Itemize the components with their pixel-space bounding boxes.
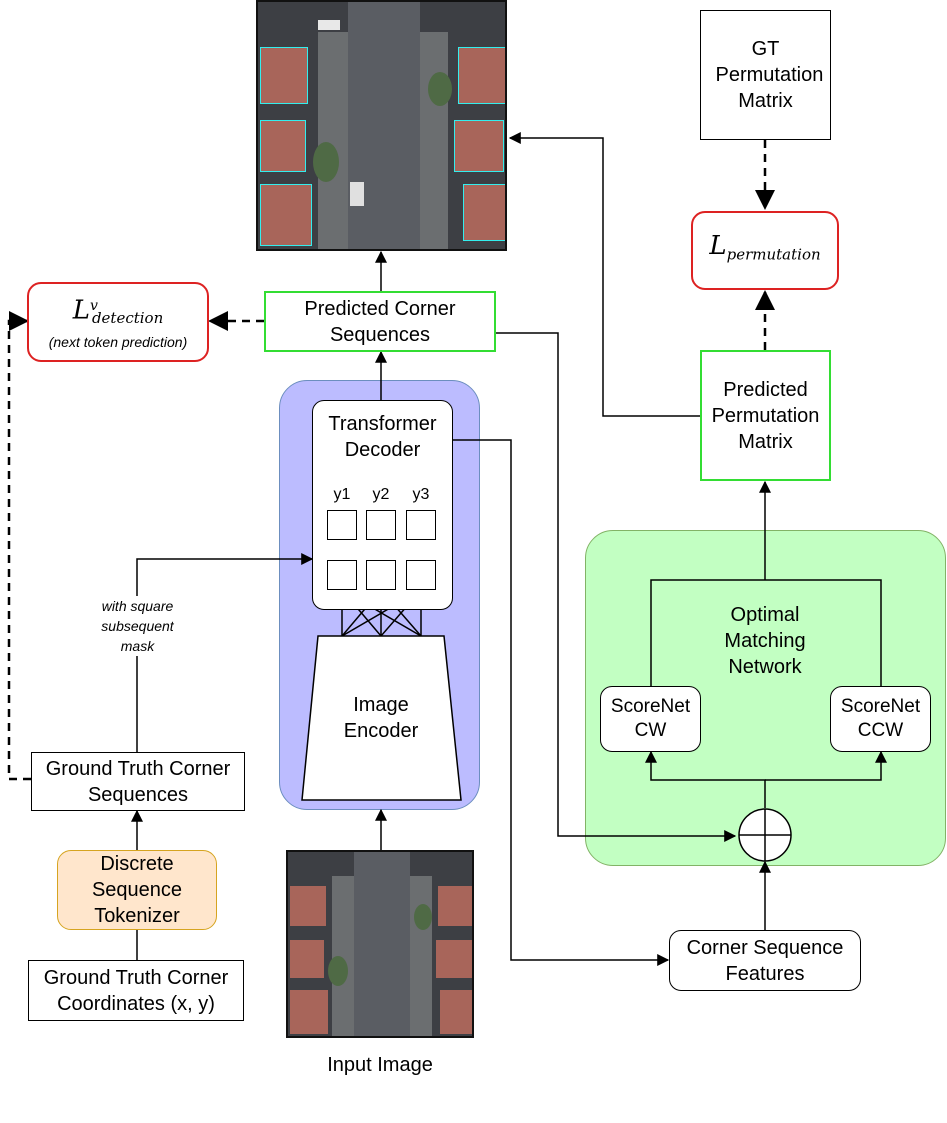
output-token-y1: y1 <box>333 486 351 503</box>
decoder-output-cell-2 <box>366 510 396 540</box>
corner-sequence-features-box: Corner Sequence Features <box>669 930 861 991</box>
permutation-loss-label: Lpermutation <box>709 231 821 264</box>
detection-loss-label: Lvdetection <box>72 294 164 328</box>
predicted-corner-sequences-label: Predicted Corner Sequences <box>304 297 456 346</box>
gt-corner-sequences-label: Ground Truth Corner Sequences <box>45 757 231 806</box>
input-image-caption: Input Image <box>327 1054 433 1076</box>
discrete-sequence-tokenizer-label: Discrete Sequence Tokenizer <box>91 853 183 927</box>
scorenet-cw-label: ScoreNet CW <box>610 696 691 741</box>
predicted-output-image <box>256 0 507 251</box>
gt-corner-coordinates-box: Ground Truth Corner Coordinates (x, y) <box>28 960 244 1021</box>
decoder-output-cell-1 <box>327 510 357 540</box>
detection-loss-box: Lvdetection (next token prediction) <box>27 282 209 362</box>
corner-sequence-features-label: Corner Sequence Features <box>686 936 844 985</box>
dashed-gt-to-detection <box>7 311 31 781</box>
input-image <box>286 850 474 1038</box>
decoder-input-cell-2 <box>366 560 396 590</box>
scorenet-cw-box: ScoreNet CW <box>600 686 701 752</box>
decoder-input-cell-3 <box>406 560 436 590</box>
arrow-pred-to-sum <box>496 332 737 842</box>
image-encoder-label: Image Encoder <box>343 694 419 742</box>
optimal-matching-network-label: Optimal Matching Network <box>724 604 806 678</box>
gt-permutation-matrix-box: GT Permutation Matrix <box>700 10 831 140</box>
output-token-y2: y2 <box>372 486 390 503</box>
gt-corner-sequences-box: Ground Truth Corner Sequences <box>31 752 245 811</box>
output-token-y3: y3 <box>412 486 430 503</box>
mask-note: with square subsequent mask <box>85 596 190 656</box>
decoder-input-cell-1 <box>327 560 357 590</box>
decoder-output-cell-3 <box>406 510 436 540</box>
sum-node <box>738 808 792 862</box>
arrow-permutation-to-image <box>508 132 700 417</box>
permutation-loss-box: Lpermutation <box>691 211 839 290</box>
scorenet-ccw-box: ScoreNet CCW <box>830 686 931 752</box>
gt-permutation-matrix-label: GT Permutation Matrix <box>715 38 824 112</box>
arrow-sum-to-cw <box>645 750 766 808</box>
transformer-decoder-label: Transformer Decoder <box>328 413 437 461</box>
detection-loss-note: (next token prediction) <box>48 334 188 351</box>
image-encoder-shape <box>301 635 462 801</box>
arrow-sum-to-ccw <box>765 750 887 781</box>
predicted-permutation-matrix-label: Predicted Permutation Matrix <box>711 378 820 453</box>
gt-corner-coordinates-label: Ground Truth Corner Coordinates (x, y) <box>43 966 229 1015</box>
predicted-corner-sequences-box: Predicted Corner Sequences <box>264 291 496 352</box>
predicted-permutation-matrix-box: Predicted Permutation Matrix <box>700 350 831 481</box>
discrete-sequence-tokenizer-box: Discrete Sequence Tokenizer <box>57 850 217 930</box>
arrow-decoder-to-features <box>453 439 670 966</box>
arrow-gt-to-decoder <box>136 553 314 752</box>
line-scorenets-join <box>650 579 882 686</box>
scorenet-ccw-label: ScoreNet CCW <box>840 696 921 741</box>
